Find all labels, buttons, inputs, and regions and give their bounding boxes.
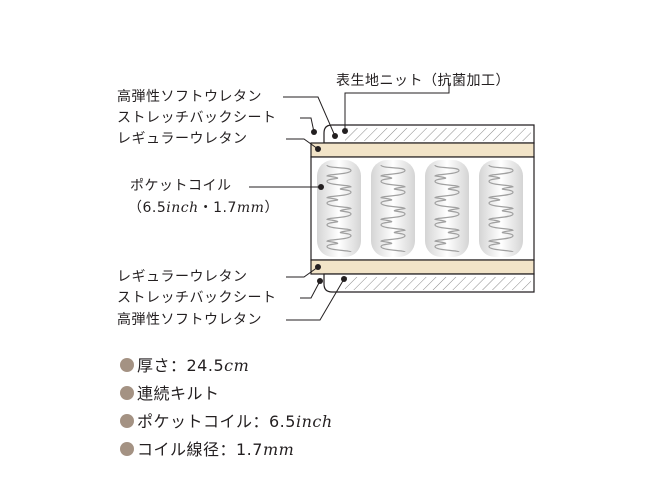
pocket-coils bbox=[317, 160, 523, 257]
spec-thickness: 厚さ：24.5cm bbox=[120, 356, 249, 376]
bullet-icon bbox=[120, 358, 134, 372]
bullet-icon bbox=[120, 442, 134, 456]
coil-pocket bbox=[479, 160, 523, 257]
leader-dot bbox=[317, 278, 323, 284]
spec-coil-wire-diameter: コイル線径：1.7mm bbox=[120, 440, 294, 460]
coil-spring bbox=[326, 164, 352, 253]
label-bottom-regular-urethane: レギュラーウレタン bbox=[117, 269, 248, 285]
leader-dot bbox=[318, 184, 324, 190]
coil-pocket bbox=[425, 160, 469, 257]
bullet-icon bbox=[120, 386, 134, 400]
coil-pocket bbox=[371, 160, 415, 257]
bottom-urethane-layer bbox=[310, 259, 535, 275]
label-pocket-coil: ポケットコイル bbox=[130, 178, 232, 194]
coil-spring bbox=[434, 164, 460, 253]
spec-pocket-coil: ポケットコイル：6.5inch bbox=[120, 412, 333, 432]
coil-pocket bbox=[317, 160, 361, 257]
leader-dots bbox=[311, 128, 348, 284]
coil-spring bbox=[380, 164, 406, 253]
leader-dot bbox=[342, 128, 348, 134]
leader-dot bbox=[315, 264, 321, 270]
leader-dot bbox=[311, 129, 317, 135]
top-quilt-hatch bbox=[345, 128, 531, 141]
top-urethane-layer bbox=[310, 142, 535, 158]
label-bottom-high-resilience-urethane: 高弾性ソフトウレタン bbox=[117, 312, 262, 328]
bottom-quilt-hatch bbox=[345, 277, 531, 290]
label-top-regular-urethane: レギュラーウレタン bbox=[117, 131, 248, 147]
bullet-icon bbox=[120, 414, 134, 428]
label-top-high-resilience-urethane: 高弾性ソフトウレタン bbox=[117, 89, 262, 105]
leader-dot bbox=[332, 133, 338, 139]
spec-quilt: 連続キルト bbox=[120, 384, 220, 404]
label-top-stretch-back-sheet: ストレッチバックシート bbox=[117, 110, 277, 126]
leader-dot bbox=[315, 146, 321, 152]
leader-lines-top bbox=[249, 83, 450, 321]
label-bottom-stretch-back-sheet: ストレッチバックシート bbox=[117, 290, 277, 306]
label-pocket-coil-spec: （6.5inch・1.7mm） bbox=[128, 200, 279, 216]
leader-dot bbox=[341, 276, 347, 282]
label-cover-knit: 表生地ニット（抗菌加工） bbox=[336, 73, 510, 89]
coil-spring bbox=[488, 164, 514, 253]
